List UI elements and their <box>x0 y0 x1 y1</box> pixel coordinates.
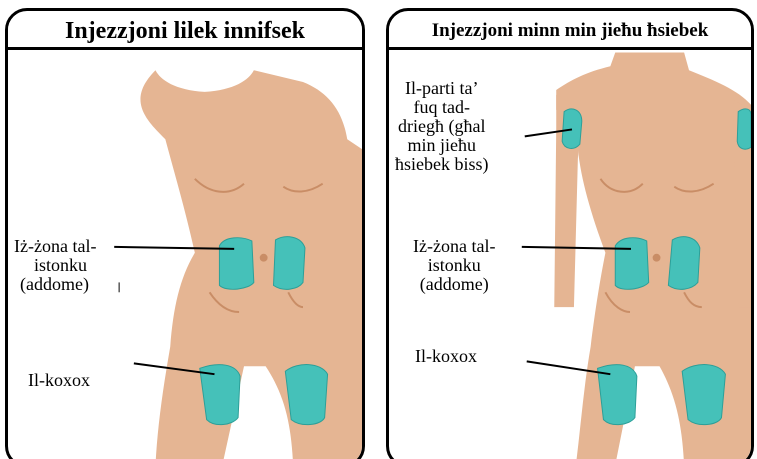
abdomen-zone-left <box>615 238 648 290</box>
caregiver-injection-panel: Injezzjoni minn min jieħu ħsiebek Il-par… <box>386 8 754 459</box>
body-figure-front <box>8 11 362 459</box>
upper-arm-zone-right <box>737 109 751 149</box>
abdomen-label: Iż-żona tal- istonku (addome) <box>14 237 96 294</box>
thigh-label: Il-koxox <box>28 371 90 390</box>
self-injection-panel: Injezzjoni lilek innifsek Iż-żona tal- i… <box>5 8 365 459</box>
upper-arm-label: Il-parti ta’ fuq tad- driegħ (għal min j… <box>395 79 489 174</box>
abdomen-zone-left <box>219 238 253 290</box>
thigh-zone-right <box>682 365 725 425</box>
upper-arm-zone-left <box>562 109 582 149</box>
abdomen-label: Iż-żona tal- istonku (addome) <box>413 237 495 294</box>
abdomen-zone-right <box>274 237 305 290</box>
abdomen-zone-right <box>668 237 699 290</box>
panel-title: Injezzjoni minn min jieħu ħsiebek <box>389 15 751 50</box>
thigh-zone-right <box>285 365 327 425</box>
thigh-label: Il-koxox <box>415 347 477 366</box>
panel-title: Injezzjoni lilek innifsek <box>8 15 362 50</box>
